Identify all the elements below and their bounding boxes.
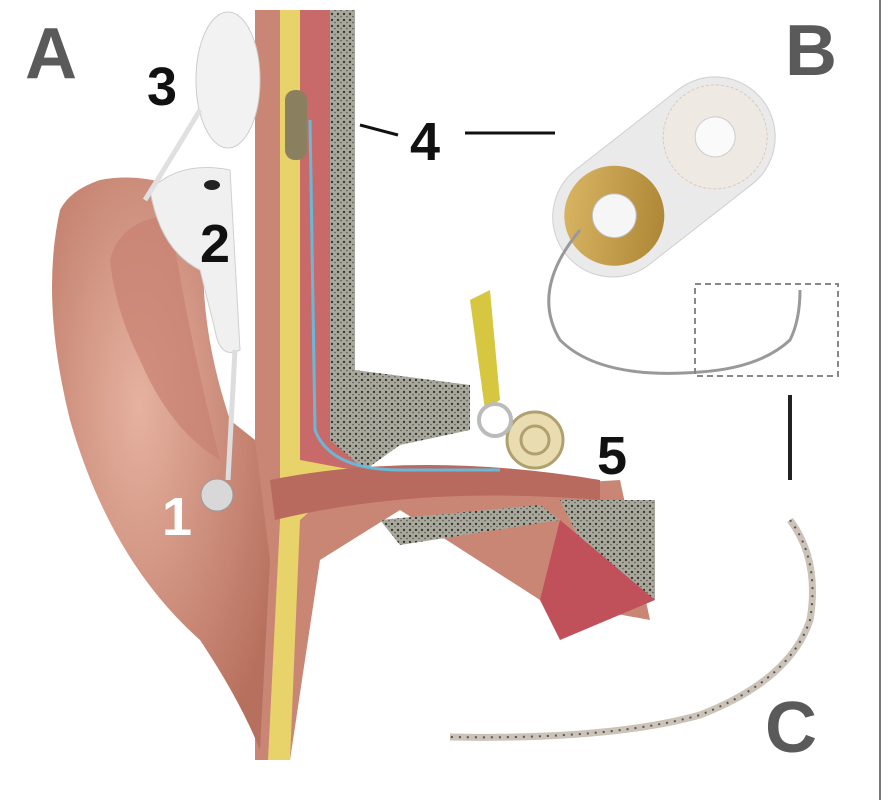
electrode-lead (547, 229, 802, 375)
panel-label-b: B (785, 11, 837, 91)
electrode-contacts (449, 519, 814, 739)
label-2: 2 (200, 214, 230, 274)
label-5: 5 (597, 426, 627, 486)
panel-label-a: A (25, 14, 77, 94)
ear-cross-section (52, 10, 655, 760)
external-processor (142, 11, 307, 512)
label-1: 1 (162, 487, 192, 547)
cochlear-implant-device (552, 76, 776, 278)
panel-label-c: C (765, 688, 817, 768)
label-3: 3 (147, 57, 177, 117)
label-4: 4 (410, 112, 440, 172)
zoom-box (694, 283, 839, 377)
label-4-pointer (359, 123, 399, 137)
